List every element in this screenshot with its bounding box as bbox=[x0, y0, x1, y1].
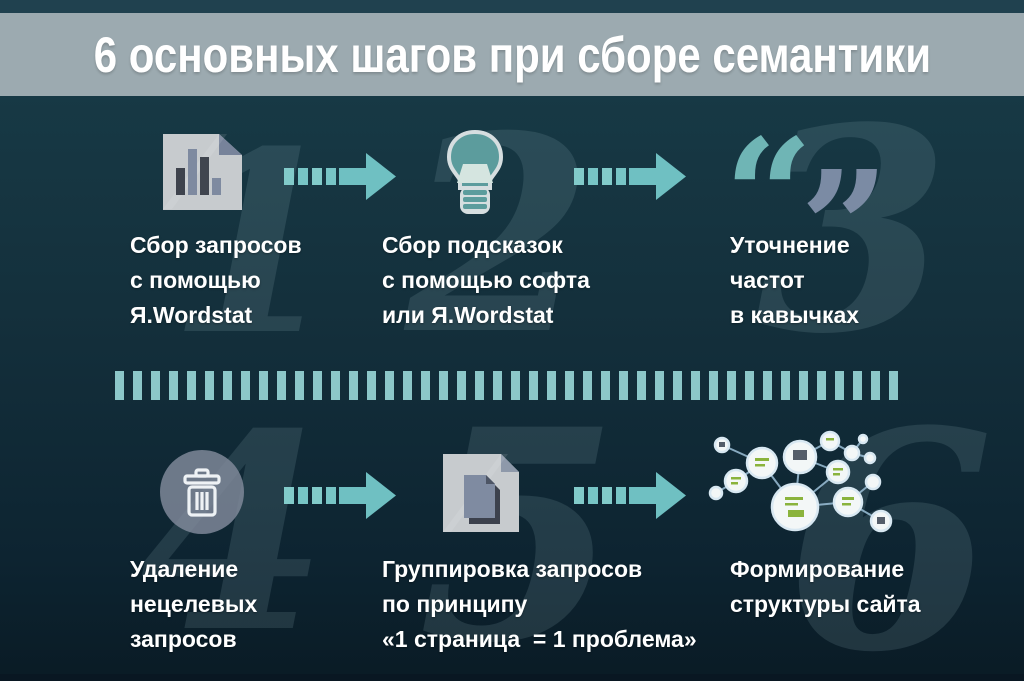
caption-line: по принципу bbox=[382, 591, 528, 617]
caption-line: запросов bbox=[130, 626, 237, 652]
trash-icon bbox=[160, 450, 244, 534]
caption-line: Сбор запросов bbox=[130, 232, 302, 258]
footer-bar bbox=[0, 674, 1024, 681]
title-band: 6 основных шагов при сборе семантики bbox=[0, 13, 1024, 96]
caption-line: Я.Wordstat bbox=[130, 302, 253, 328]
caption-line: Удаление bbox=[130, 556, 239, 582]
step-5-caption: Группировка запросов по принципу «1 стра… bbox=[382, 552, 697, 657]
caption-line: или Я.Wordstat bbox=[382, 302, 554, 328]
caption-line: с помощью bbox=[130, 267, 261, 293]
step-3-caption: Уточнение частот в кавычках bbox=[730, 228, 859, 333]
page-title: 6 основных шагов при сборе семантики bbox=[93, 26, 931, 83]
arrow-icon bbox=[574, 153, 686, 200]
arrow-icon bbox=[574, 472, 686, 519]
lightbulb-icon bbox=[446, 130, 504, 214]
caption-line: частот bbox=[730, 267, 805, 293]
step-4-caption: Удаление нецелевых запросов bbox=[130, 552, 257, 657]
caption-line: нецелевых bbox=[130, 591, 258, 617]
open-quote-glyph: “ bbox=[724, 104, 814, 287]
caption-line: Формирование bbox=[730, 556, 905, 582]
step-1-caption: Сбор запросов с помощью Я.Wordstat bbox=[130, 228, 302, 333]
step-2-caption: Сбор подсказок с помощью софта или Я.Wor… bbox=[382, 228, 590, 333]
caption-line: структуры сайта bbox=[730, 591, 921, 617]
caption-line: Уточнение bbox=[730, 232, 850, 258]
caption-line: Сбор подсказок bbox=[382, 232, 563, 258]
step-6-caption: Формирование структуры сайта bbox=[730, 552, 921, 622]
top-strip bbox=[0, 0, 1024, 13]
caption-line: в кавычках bbox=[730, 302, 860, 328]
arrow-icon bbox=[284, 472, 396, 519]
bar-chart-document-icon bbox=[163, 134, 242, 210]
caption-line: Группировка запросов bbox=[382, 556, 643, 582]
caption-line: «1 страница = 1 проблема» bbox=[382, 626, 697, 652]
arrow-icon bbox=[284, 153, 396, 200]
caption-line: с помощью софта bbox=[382, 267, 590, 293]
documents-icon bbox=[443, 454, 519, 532]
dashed-divider bbox=[115, 371, 905, 400]
sitemap-cluster-icon bbox=[708, 430, 893, 533]
close-quote-glyph: ” bbox=[800, 136, 890, 319]
